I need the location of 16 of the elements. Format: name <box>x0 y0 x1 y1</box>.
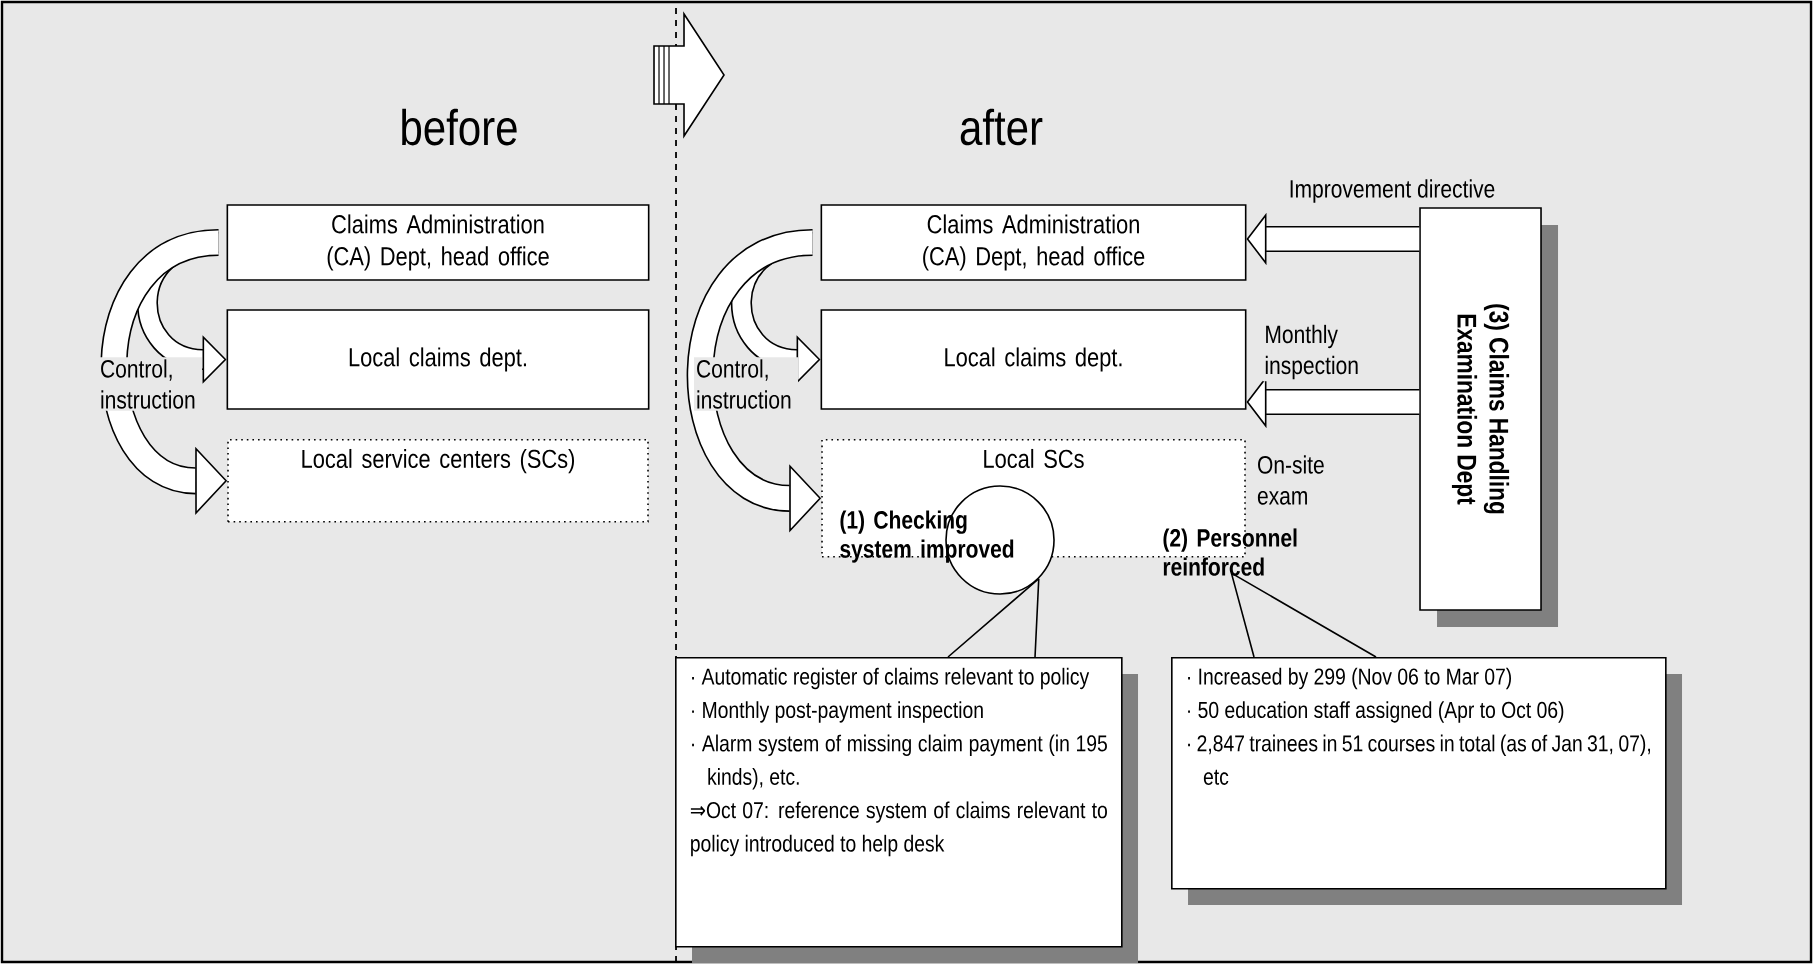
edge-label: Control, instruction <box>694 357 798 411</box>
heading: before <box>402 108 517 146</box>
edge-label: Improvement directive <box>1286 177 1498 205</box>
edge-label: Control, instruction <box>98 357 202 411</box>
item-label: (2) Personnel reinforced <box>1163 528 1297 576</box>
department-box: (3) Claims Handling Examination Dept <box>1419 207 1542 611</box>
callout-box: · Increased by 299 (Nov 06 to Mar 07) · 50 education staff assigned (Apr to Oct 06) · 2,847 trainees in 51 courses in total (as of Jan 31, 07), etc <box>1171 657 1667 890</box>
department-box: Local claims dept. <box>226 309 650 410</box>
department-box: Local claims dept. <box>820 309 1247 410</box>
department-box: Claims Administration (CA) Dept, head office <box>226 204 650 281</box>
heading: after <box>960 108 1043 146</box>
callout-box: · Automatic register of claims relevant to policy · Monthly post-payment inspection · Alarm system of missing claim payment (in 195 kinds), etc. ⇒Oct 07: reference system of claims relevant to policy introduced to help desk <box>675 657 1123 948</box>
callout-pointer <box>1230 572 1377 658</box>
annotation: On-site exam <box>1257 455 1324 505</box>
callout-pointer <box>947 577 1040 658</box>
edge-label: Monthly inspection <box>1262 322 1363 382</box>
